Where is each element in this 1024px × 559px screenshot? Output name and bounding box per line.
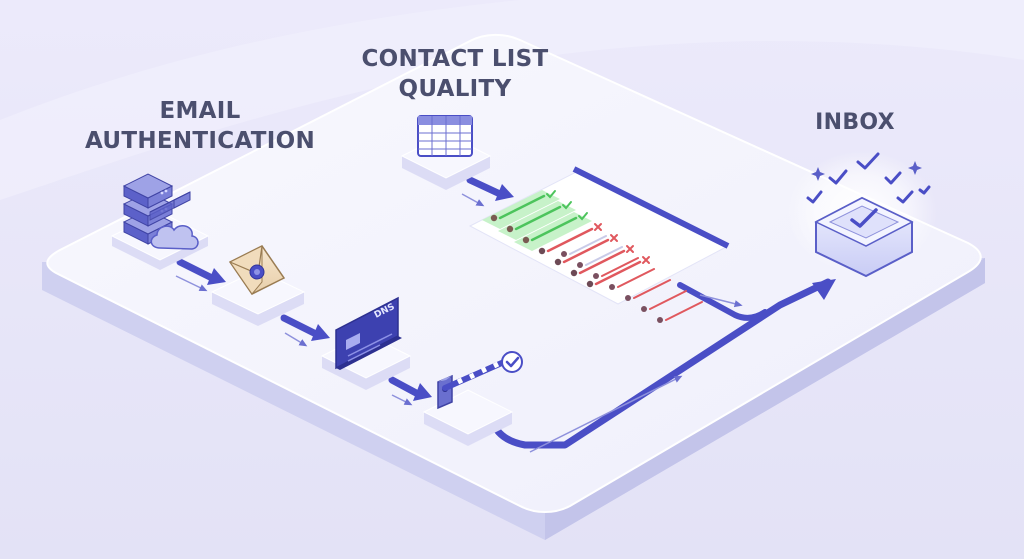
contact-label-line2: QUALITY bbox=[398, 76, 512, 102]
contact-row bbox=[514, 212, 639, 279]
email-label-line2: AUTHENTICATION bbox=[84, 128, 316, 154]
contact-row bbox=[554, 234, 671, 301]
sparkle-icon bbox=[811, 161, 922, 181]
checkmark-icon bbox=[501, 351, 523, 373]
contact-list-panel bbox=[468, 164, 730, 323]
inbox-arrow-head bbox=[812, 279, 836, 300]
inbox-group bbox=[787, 150, 937, 278]
contact-row bbox=[538, 223, 655, 290]
sealed-envelope-icon bbox=[228, 245, 286, 295]
dns-tile: DNS bbox=[320, 296, 412, 390]
contact-row bbox=[498, 201, 623, 268]
email-authentication-label: EMAIL AUTHENTICATION bbox=[80, 96, 320, 156]
floating-checkmarks bbox=[806, 152, 931, 204]
spreadsheet-icon bbox=[417, 115, 473, 157]
inbox-label: INBOX bbox=[815, 110, 895, 135]
server-tile bbox=[110, 173, 210, 270]
email-label-line1: EMAIL bbox=[159, 98, 241, 124]
contact-list-quality-label: CONTACT LIST QUALITY bbox=[340, 44, 570, 104]
contact-row bbox=[482, 190, 607, 257]
spreadsheet-tile bbox=[400, 115, 492, 190]
contact-row bbox=[570, 245, 687, 312]
contact-row bbox=[586, 256, 703, 323]
envelope-tile bbox=[210, 245, 306, 326]
contact-label-line1: CONTACT LIST bbox=[361, 46, 549, 72]
step-arrows bbox=[176, 176, 514, 401]
inbox-tray-icon bbox=[814, 196, 914, 278]
server-stack-icon bbox=[122, 173, 191, 245]
cloud-icon bbox=[150, 225, 199, 250]
gate-barrier-icon bbox=[437, 359, 507, 410]
gate-tile bbox=[422, 351, 523, 446]
